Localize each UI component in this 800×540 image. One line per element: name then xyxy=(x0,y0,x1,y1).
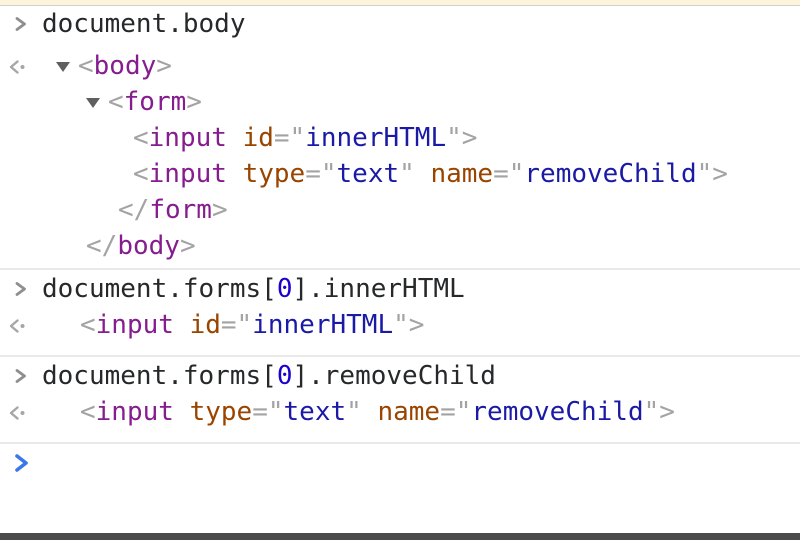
code-token-punctuation: "> xyxy=(393,310,425,340)
console-command-row[interactable]: document.forms[0].removeChild xyxy=(0,358,800,394)
code-token-punctuation: < xyxy=(80,310,96,340)
dom-node-row[interactable]: </body> xyxy=(0,228,800,264)
console-result: <body><form><input id="innerHTML"><input… xyxy=(0,48,800,264)
console-input-chevron-icon xyxy=(15,17,26,31)
code-token-punctuation: < xyxy=(133,123,149,153)
dom-node-row[interactable]: </form> xyxy=(0,192,800,228)
code-token-punctuation: =" xyxy=(440,397,472,427)
code-token-plain xyxy=(174,397,190,427)
code-token-plain xyxy=(227,159,243,189)
code-token-tag-name: input xyxy=(148,123,227,153)
code-token-plain: document.forms[ xyxy=(42,361,277,391)
expand-triangle-icon[interactable] xyxy=(56,62,70,72)
code-token-plain xyxy=(415,159,431,189)
console-command-row[interactable]: document.body xyxy=(0,6,800,42)
code-token-attribute-value: text xyxy=(336,159,400,189)
console-result: <input type="text" name="removeChild"> xyxy=(0,394,800,430)
code-token-number: 0 xyxy=(276,361,293,391)
code-token-punctuation: " xyxy=(399,159,415,189)
code-token-punctuation: </ xyxy=(118,195,150,225)
top-accent-bar xyxy=(0,0,800,6)
code-token-plain: document.body xyxy=(42,9,246,39)
code-token-punctuation: "> xyxy=(643,397,675,427)
code-token-punctuation: > xyxy=(211,195,228,225)
code-token-punctuation: =" xyxy=(220,310,253,340)
console-result: <input id="innerHTML"> xyxy=(0,307,800,343)
code-token-attribute-name: name xyxy=(430,159,494,189)
console-entry: document.forms[0].innerHTML<input id="in… xyxy=(0,270,800,357)
return-value-icon xyxy=(9,60,25,74)
code-token-attribute-value: text xyxy=(283,397,347,427)
dom-node-row[interactable]: <input type="text" name="removeChild"> xyxy=(0,394,800,430)
code-token-attribute-name: id xyxy=(189,310,221,340)
code-token-tag-name: input xyxy=(95,310,174,340)
code-token-attribute-name: name xyxy=(377,397,441,427)
code-token-tag-name: body xyxy=(117,231,180,261)
code-token-punctuation: =" xyxy=(252,397,284,427)
code-token-plain xyxy=(174,310,190,340)
code-token-attribute-value: innerHTML xyxy=(305,123,447,153)
code-token-punctuation: < xyxy=(133,159,149,189)
console-entry: document.forms[0].removeChild<input type… xyxy=(0,357,800,444)
dom-node-row[interactable]: <input id="innerHTML"> xyxy=(0,307,800,343)
code-token-punctuation: " xyxy=(346,397,362,427)
code-token-punctuation: "> xyxy=(696,159,728,189)
return-value-icon xyxy=(9,406,25,420)
code-token-plain xyxy=(227,123,243,153)
code-token-attribute-value: innerHTML xyxy=(252,310,394,340)
code-token-attribute-name: type xyxy=(189,397,253,427)
code-token-plain: document.forms[ xyxy=(42,274,277,304)
code-token-plain: ].innerHTML xyxy=(292,274,465,304)
code-token-attribute-name: type xyxy=(242,159,306,189)
code-token-tag-name: input xyxy=(148,159,227,189)
console-log: document.body<body><form><input id="inne… xyxy=(0,6,800,444)
code-token-attribute-value: removeChild xyxy=(524,159,697,189)
console-entry: document.body<body><form><input id="inne… xyxy=(0,6,800,270)
code-token-attribute-name: id xyxy=(242,123,274,153)
console-input-chevron-icon xyxy=(15,282,26,296)
dom-node-row[interactable]: <form> xyxy=(0,84,800,120)
code-token-plain: ].removeChild xyxy=(292,361,496,391)
console-input[interactable] xyxy=(0,444,800,480)
code-token-punctuation: "> xyxy=(446,123,478,153)
code-token-tag-name: form xyxy=(149,195,212,225)
code-token-punctuation: =" xyxy=(493,159,525,189)
bottom-edge-bar xyxy=(0,533,800,540)
dom-node-row[interactable]: <input id="innerHTML"> xyxy=(0,120,800,156)
dom-node-row[interactable]: <input type="text" name="removeChild"> xyxy=(0,156,800,192)
console-prompt-icon xyxy=(15,454,28,472)
code-token-tag-name: body xyxy=(93,51,157,81)
code-token-punctuation: > xyxy=(186,87,202,117)
expand-triangle-icon[interactable] xyxy=(86,98,100,108)
code-token-punctuation: =" xyxy=(305,159,337,189)
console-input-chevron-icon xyxy=(15,369,26,383)
code-token-number: 0 xyxy=(276,274,293,304)
code-token-plain xyxy=(362,397,378,427)
code-token-punctuation: < xyxy=(108,87,124,117)
console-command-row[interactable]: document.forms[0].innerHTML xyxy=(0,271,800,307)
code-token-punctuation: > xyxy=(179,231,196,261)
code-token-tag-name: input xyxy=(95,397,174,427)
code-token-punctuation: =" xyxy=(273,123,306,153)
code-token-attribute-value: removeChild xyxy=(471,397,644,427)
dom-node-row[interactable]: <body> xyxy=(0,48,800,84)
code-token-punctuation: < xyxy=(78,51,94,81)
code-token-punctuation: </ xyxy=(86,231,118,261)
code-token-punctuation: < xyxy=(80,397,96,427)
code-token-tag-name: form xyxy=(123,87,187,117)
code-token-punctuation: > xyxy=(156,51,172,81)
return-value-icon xyxy=(9,319,25,333)
